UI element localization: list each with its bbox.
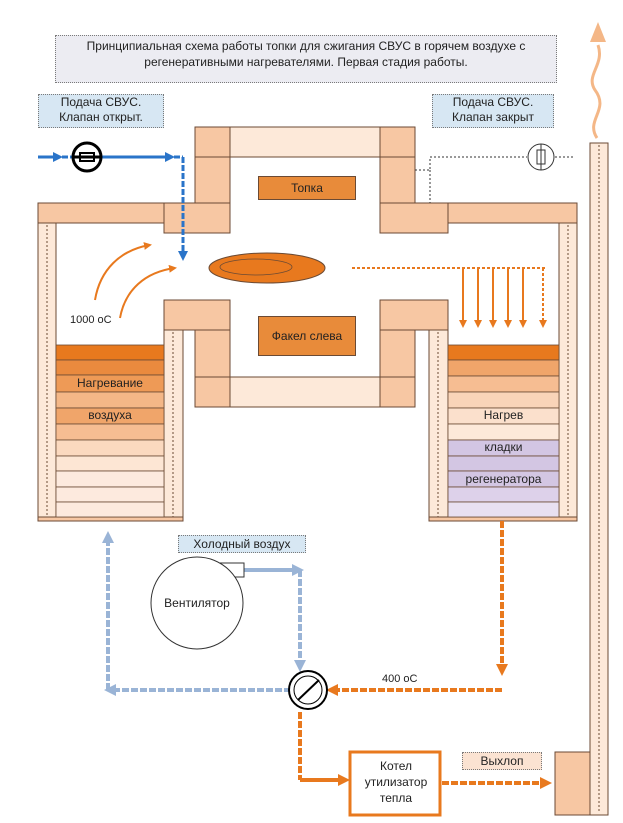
diagram-title: Принципиальная схема работы топки для сж… xyxy=(55,35,557,83)
chimney xyxy=(554,22,609,816)
hot-flow-return xyxy=(298,521,552,789)
flame-label: Факел слева xyxy=(258,316,356,356)
right-regen-label-2: кладки xyxy=(484,440,523,454)
hot-air-rising-left xyxy=(94,242,177,319)
right-temperature: 400 оС xyxy=(382,673,418,685)
left-regen-label-2: воздуха xyxy=(88,408,132,422)
boiler-line-2: утилизатор xyxy=(364,775,428,789)
left-temperature: 1000 оС xyxy=(70,314,112,326)
flame xyxy=(208,252,326,284)
boiler-line-1: Котел xyxy=(379,759,413,773)
fuel-supply-right xyxy=(415,143,575,203)
cold-air-flow xyxy=(102,531,306,696)
left-regen-bands xyxy=(55,344,165,518)
furnace-walls xyxy=(163,126,449,408)
fan-label: Вентилятор xyxy=(164,596,230,610)
title-line-2: регенеративными нагревателями. Первая ст… xyxy=(144,55,468,69)
left-supply-line-1: Подача СВУС. xyxy=(60,95,142,109)
boiler-label: Котел утилизатор тепла xyxy=(353,758,439,806)
exhaust-label: Выхлоп xyxy=(462,752,542,770)
boiler xyxy=(348,750,442,817)
cold-air-label: Холодный воздух xyxy=(178,535,306,553)
mixing-valve-icon xyxy=(288,670,328,710)
right-regen-label-3: регенератора xyxy=(465,472,542,486)
right-regen-label-1: Нагрев xyxy=(483,408,524,422)
right-regen-bands xyxy=(447,344,560,518)
right-supply-line-1: Подача СВУС. xyxy=(452,95,534,109)
left-supply-label: Подача СВУС. Клапан открыт. xyxy=(38,94,164,128)
furnace-label: Топка xyxy=(258,176,356,200)
boiler-line-3: тепла xyxy=(379,791,413,805)
hot-gas-flow-right xyxy=(352,267,547,328)
left-supply-line-2: Клапан открыт. xyxy=(59,110,143,124)
left-regen-label-1: Нагревание xyxy=(77,376,143,390)
right-supply-line-2: Клапан закрыт xyxy=(451,110,535,124)
fan-icon xyxy=(150,556,245,650)
right-supply-label: Подача СВУС. Клапан закрыт xyxy=(432,94,554,128)
title-line-1: Принципиальная схема работы топки для сж… xyxy=(86,39,526,53)
right-regenerator xyxy=(428,202,578,522)
fuel-supply-left xyxy=(38,141,188,261)
